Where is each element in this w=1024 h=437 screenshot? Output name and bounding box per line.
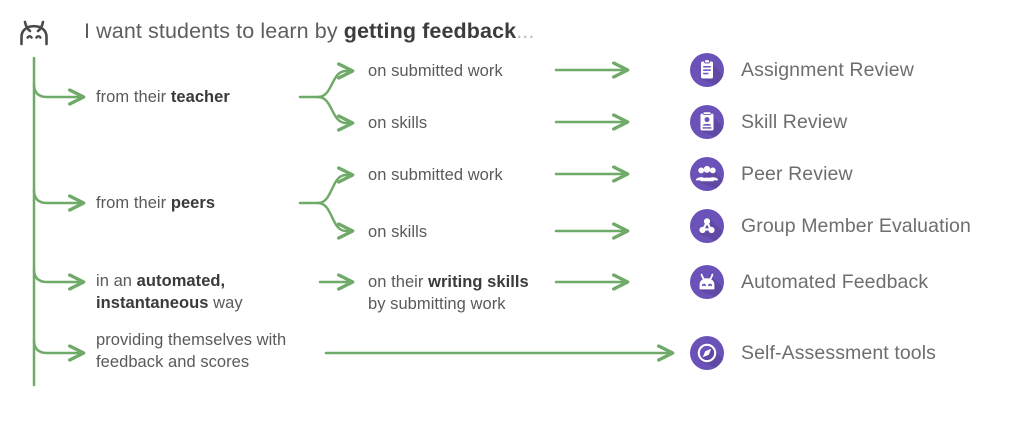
branch-label-automated: in an automated, instantaneous way <box>96 271 243 315</box>
outcome-automated-feedback[interactable]: Automated Feedback <box>690 265 928 299</box>
outcome-assignment-review[interactable]: Assignment Review <box>690 53 914 87</box>
branch-self-line1: providing themselves with <box>96 331 287 349</box>
branch-peers-bold: peers <box>170 194 216 212</box>
branch-label-self: providing themselves with feedback and s… <box>96 330 286 374</box>
branch-teacher-bold: teacher <box>170 88 230 106</box>
branch-automated-bold1: automated, <box>136 272 226 290</box>
middle-label-teacher-skills: on skills <box>368 114 428 132</box>
network-nodes-icon <box>690 209 724 243</box>
outcome-peer-review[interactable]: Peer Review <box>690 157 853 191</box>
branch-self-line2: feedback and scores <box>96 352 250 371</box>
branch-label-peers: from their peers <box>96 193 215 215</box>
fork-up-teacher <box>316 62 355 99</box>
outcome-skill-review[interactable]: Skill Review <box>690 105 847 139</box>
branch-automated-prefix: in an <box>96 272 137 290</box>
branch-automated-suffix: way <box>208 293 243 312</box>
branch-teacher-prefix: from their <box>96 88 171 106</box>
fork-down-teacher <box>316 95 355 132</box>
clipboard-icon <box>690 53 724 87</box>
compass-icon <box>690 336 724 370</box>
outcome-label-peer-review: Peer Review <box>741 162 853 185</box>
middle-writing-bold: writing skills <box>428 273 529 291</box>
header-text-before: I want students to learn by <box>84 19 344 44</box>
outcome-label-group-member-eval: Group Member Evaluation <box>741 214 971 237</box>
people-group-icon <box>690 157 724 191</box>
middle-label-teacher-submitted: on submitted work <box>368 62 503 80</box>
outcome-label-automated-feedback: Automated Feedback <box>741 270 929 293</box>
outcome-group-member-eval[interactable]: Group Member Evaluation <box>690 209 971 243</box>
middle-label-automated-writing: on their writing skills by submitting wo… <box>368 272 529 316</box>
id-badge-icon <box>690 105 724 139</box>
outcome-self-assessment[interactable]: Self-Assessment tools <box>690 336 936 370</box>
branch-automated-bold2: instantaneous <box>96 293 209 312</box>
middle-writing-line2: by submitting work <box>368 294 506 313</box>
header-ellipsis: ... <box>516 19 535 44</box>
fork-up-peers <box>316 166 355 205</box>
branch-arrow-teacher <box>32 82 86 106</box>
middle-label-peers-submitted: on submitted work <box>368 166 503 184</box>
header: I want students to learn by getting feed… <box>14 12 534 52</box>
branch-arrow-peers <box>32 188 86 212</box>
branch-arrow-self <box>32 338 86 362</box>
branch-label-teacher: from their teacher <box>96 87 230 109</box>
outcome-label-assignment-review: Assignment Review <box>741 58 914 81</box>
bot-head-icon <box>20 20 48 46</box>
middle-label-peers-skills: on skills <box>368 223 428 241</box>
bot-head-icon <box>690 265 724 299</box>
branch-peers-prefix: from their <box>96 194 171 212</box>
outcome-label-self-assessment: Self-Assessment tools <box>741 341 937 364</box>
header-text-bold: getting feedback <box>343 19 517 44</box>
branch-arrow-automated <box>32 267 86 291</box>
outcome-label-skill-review: Skill Review <box>741 110 848 133</box>
fork-down-peers <box>316 201 355 240</box>
middle-writing-prefix: on their <box>368 273 429 291</box>
page-title: I want students to learn by getting feed… <box>84 21 534 43</box>
